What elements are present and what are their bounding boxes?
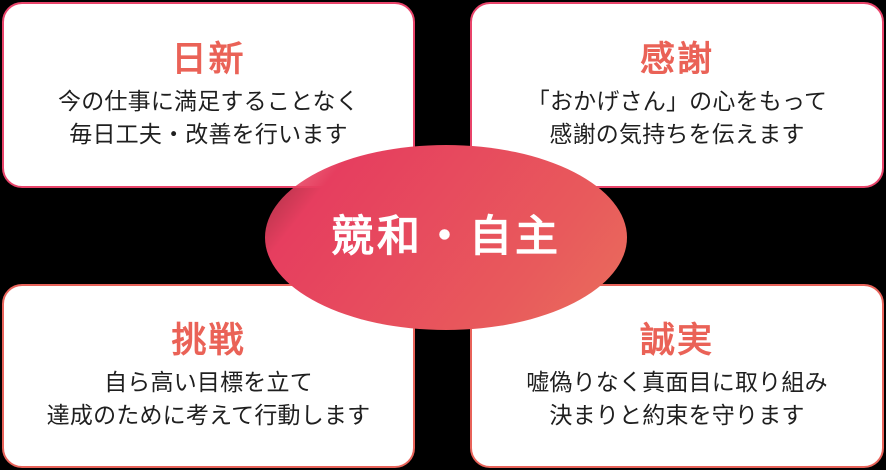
value-card-title: 誠実	[639, 320, 714, 360]
value-card-description: 「おかげさん」の心をもって 感謝の気持ちを伝えます	[526, 87, 828, 147]
center-ellipse: 競和・自主	[265, 145, 627, 330]
value-card-title: 日新	[171, 39, 246, 79]
value-card-top-left: 日新 今の仕事に満足することなく 毎日工夫・改善を行います	[2, 2, 415, 188]
center-ellipse-label: 競和・自主	[331, 213, 561, 261]
value-card-title: 挑戦	[171, 320, 246, 360]
value-card-top-right: 感謝 「おかげさん」の心をもって 感謝の気持ちを伝えます	[470, 2, 884, 188]
value-card-description: 嘘偽りなく真面目に取り組み 決まりと約束を守ります	[526, 368, 828, 428]
value-card-description: 今の仕事に満足することなく 毎日工夫・改善を行います	[58, 87, 359, 147]
value-card-title: 感謝	[639, 39, 714, 79]
value-card-description: 自ら高い目標を立て 達成のために考えて行動します	[46, 368, 371, 428]
